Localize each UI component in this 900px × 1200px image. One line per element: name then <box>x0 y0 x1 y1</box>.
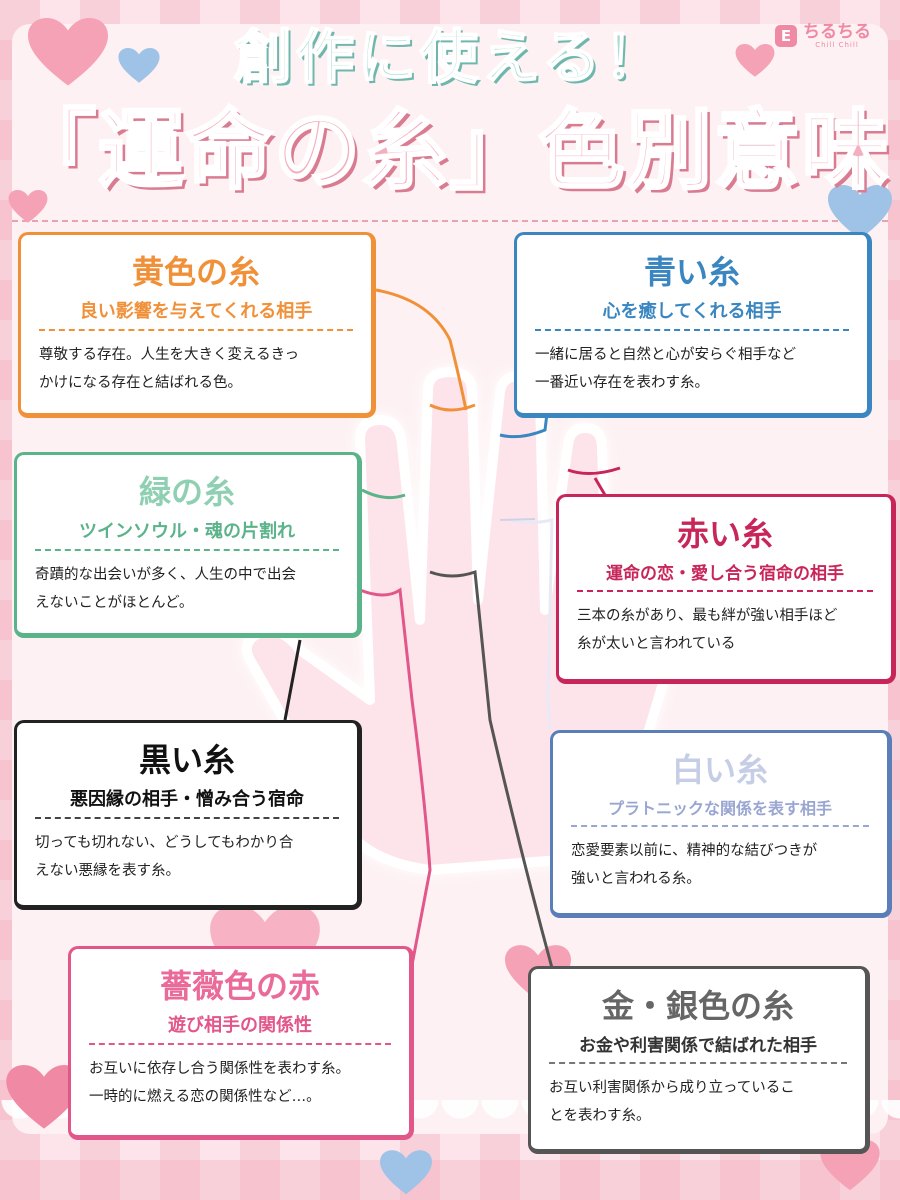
card-title: 黒い糸 <box>138 741 235 779</box>
card-body: 一緒に居ると自然と心が安らぐ相手など 一番近い存在を表わす糸。 <box>535 341 849 397</box>
card-rose-thread: 薔薇色の赤 遊び相手の関係性 お互いに依存し合う関係性を表わす糸。 一時的に燃え… <box>68 946 414 1140</box>
card-subtitle: ツインソウル・魂の片割れ <box>79 521 295 542</box>
card-title: 薔薇色の赤 <box>159 967 320 1005</box>
card-white-thread: 白い糸 プラトニックな関係を表す相手 恋愛要素以前に、精神的な結びつきが 強いと… <box>550 730 892 918</box>
title-line2: 「運命の糸」色別意味 <box>9 100 890 203</box>
heart-icon <box>735 44 775 77</box>
body-line: とを表わす糸。 <box>549 1108 651 1124</box>
heart-icon <box>6 1065 82 1129</box>
title-area <box>12 24 888 222</box>
card-subtitle: 悪因縁の相手・憎み合う宿命 <box>70 789 304 810</box>
body-line: 一緒に居ると自然と心が安らぐ相手など <box>535 347 796 363</box>
body-line: 奇蹟的な出会いが多く、人生の中で出会 <box>35 567 296 583</box>
card-red-thread: 赤い糸 運命の恋・愛し合う宿命の相手 三本の糸があり、最も絆が強い相手ほど 糸が… <box>556 494 896 684</box>
body-line: 糸が太いと言われている <box>577 636 736 652</box>
body-line: 強いと言われる糸。 <box>571 871 701 887</box>
logo-subtext: Chill Chill <box>815 41 859 49</box>
logo-text: ちるちる <box>803 22 871 42</box>
body-line: お互いに依存し合う関係性を表わす糸。 <box>89 1061 350 1077</box>
card-body: お互い利害関係から成り立っているこ とを表わす糸。 <box>549 1074 847 1130</box>
brand-logo[interactable]: E ちるちる Chill Chill <box>775 22 871 49</box>
divider <box>571 825 869 827</box>
divider <box>549 1062 847 1064</box>
card-subtitle: 心を癒してくれる相手 <box>602 301 782 322</box>
card-yellow-thread: 黄色の糸 良い影響を与えてくれる相手 尊敬する存在。人生を大きく変えるきっ かけ… <box>18 232 376 418</box>
heart-icon <box>28 18 108 86</box>
body-line: かけになる存在と結ばれる色。 <box>39 375 242 391</box>
heart-icon <box>828 185 892 239</box>
card-title: 赤い糸 <box>676 515 773 553</box>
body-line: えない悪縁を表す糸。 <box>35 863 180 879</box>
body-line: 恋愛要素以前に、精神的な結びつきが <box>571 843 818 859</box>
card-body: 三本の糸があり、最も絆が強い相手ほど 糸が太いと言われている <box>577 602 873 658</box>
card-title: 金・銀色の糸 <box>601 987 794 1025</box>
card-title: 緑の糸 <box>138 473 235 511</box>
blue-thread <box>499 404 550 439</box>
heart-icon <box>8 190 48 223</box>
card-body: 切っても切れない、どうしてもわかり合 えない悪縁を表す糸。 <box>35 829 339 885</box>
divider <box>535 329 849 331</box>
black-thread <box>283 639 302 721</box>
gold-thread <box>429 569 554 969</box>
heart-icon <box>380 1150 432 1195</box>
card-body: お互いに依存し合う関係性を表わす糸。 一時的に燃える恋の関係性など…。 <box>89 1055 391 1111</box>
card-blue-thread: 青い糸 心を癒してくれる相手 一緒に居ると自然と心が安らぐ相手など 一番近い存在… <box>514 232 872 418</box>
divider <box>39 329 353 331</box>
body-line: えないことがほとんど。 <box>35 595 194 611</box>
body-line: 一時的に燃える恋の関係性など…。 <box>89 1089 321 1105</box>
red-thread <box>567 466 621 496</box>
card-title: 黄色の糸 <box>131 253 260 291</box>
card-title: 青い糸 <box>643 253 740 291</box>
card-body: 奇蹟的な出会いが多く、人生の中で出会 えないことがほとんど。 <box>35 561 339 617</box>
rose-thread <box>359 587 432 966</box>
card-green-thread: 緑の糸 ツインソウル・魂の片割れ 奇蹟的な出会いが多く、人生の中で出会 えないこ… <box>14 452 362 638</box>
card-subtitle: お金や利害関係で結ばれた相手 <box>579 1036 817 1056</box>
card-title: 白い糸 <box>671 751 768 789</box>
divider <box>35 549 339 551</box>
body-line: 尊敬する存在。人生を大きく変えるきっ <box>39 347 299 363</box>
title-line1: 創作に使える！ <box>233 22 667 92</box>
card-subtitle: 良い影響を与えてくれる相手 <box>79 301 313 322</box>
body-line: 一番近い存在を表わす糸。 <box>535 375 709 391</box>
white-thread <box>509 518 554 731</box>
divider <box>89 1043 391 1045</box>
card-body: 尊敬する存在。人生を大きく変えるきっ かけになる存在と結ばれる色。 <box>39 341 353 397</box>
divider <box>577 590 873 592</box>
card-gold-silver-thread: 金・銀色の糸 お金や利害関係で結ばれた相手 お互い利害関係から成り立っているこ … <box>528 966 870 1154</box>
green-thread <box>361 488 406 500</box>
body-line: 三本の糸があり、最も絆が強い相手ほど <box>577 608 838 624</box>
card-subtitle: プラトニックな関係を表す相手 <box>607 799 832 818</box>
body-line: 切っても切れない、どうしてもわかり合 <box>35 835 294 851</box>
card-subtitle: 運命の恋・愛し合う宿命の相手 <box>606 564 844 584</box>
card-body: 恋愛要素以前に、精神的な結びつきが 強いと言われる糸。 <box>571 837 869 893</box>
divider <box>35 817 339 819</box>
body-line: お互い利害関係から成り立っているこ <box>549 1080 795 1096</box>
heart-icon <box>118 48 160 83</box>
card-subtitle: 遊び相手の関係性 <box>168 1015 312 1036</box>
yellow-thread <box>375 288 468 411</box>
logo-icon: E <box>775 24 797 47</box>
card-black-thread: 黒い糸 悪因縁の相手・憎み合う宿命 切っても切れない、どうしてもわかり合 えない… <box>14 720 362 910</box>
